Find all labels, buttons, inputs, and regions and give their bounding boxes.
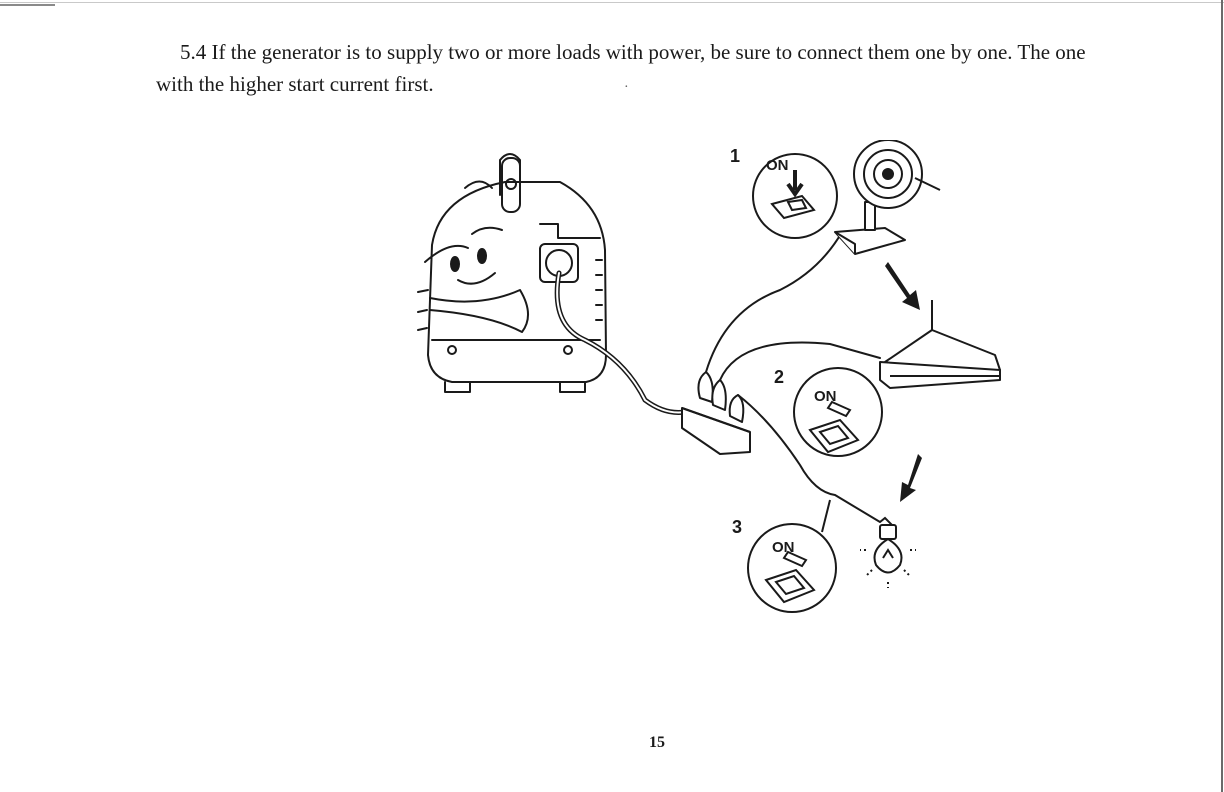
tv-icon xyxy=(880,300,1000,388)
step-3-label: 3 xyxy=(732,517,742,537)
page-number: 15 xyxy=(612,734,702,752)
light-bulb-icon xyxy=(860,518,916,588)
down-arrow-icon xyxy=(885,262,920,310)
step-1-label: 1 xyxy=(730,146,740,166)
step-3-on-label: ON xyxy=(772,539,795,556)
step-3-switch-callout xyxy=(748,500,836,612)
instruction-paragraph: 5.4 If the generator is to supply two or… xyxy=(156,36,1116,100)
page-right-edge xyxy=(1221,0,1223,792)
down-arrow-icon xyxy=(900,454,922,502)
paragraph-text: If the generator is to supply two or mor… xyxy=(156,40,1086,96)
section-number: 5.4 xyxy=(180,40,206,64)
step-2-label: 2 xyxy=(774,367,784,387)
stray-mark: · xyxy=(624,80,629,96)
fan-icon xyxy=(835,140,940,254)
step-2-switch-callout xyxy=(794,368,882,456)
step-2-on-label: ON xyxy=(814,388,837,405)
connection-illustration: 1 ON 2 xyxy=(410,140,1010,620)
power-strip-icon xyxy=(682,372,750,454)
page-top-rule-mark xyxy=(0,4,55,6)
page-top-rule xyxy=(0,2,1224,3)
step-1-on-label: ON xyxy=(766,157,789,174)
generator-icon xyxy=(418,154,606,392)
